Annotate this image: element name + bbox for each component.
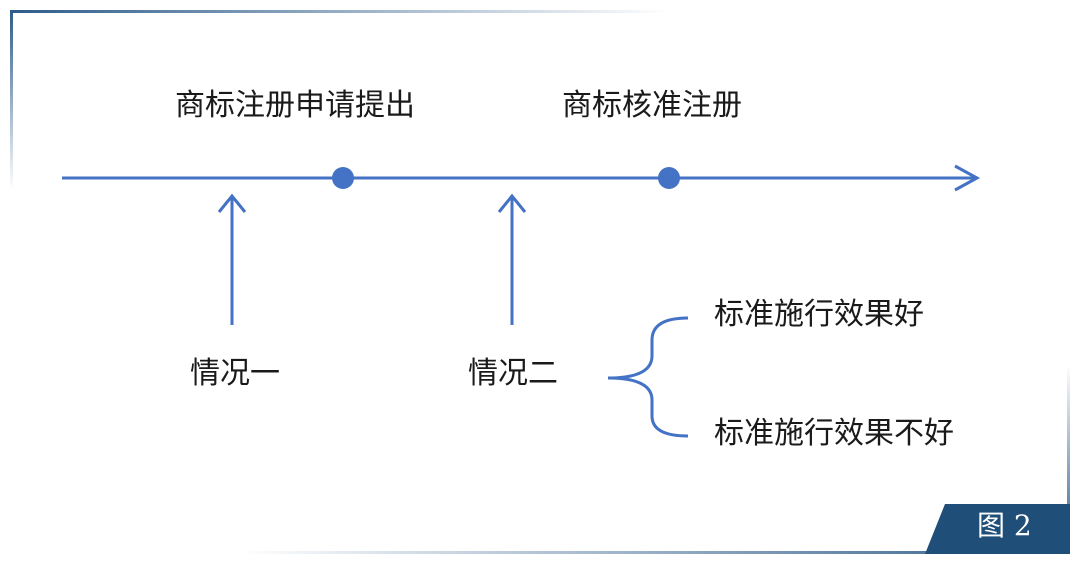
figure-label: 图 2 — [977, 509, 1032, 542]
outcome-bad-label: 标准施行效果不好 — [714, 416, 954, 451]
frame-left-line — [10, 10, 13, 190]
event-point-approval — [658, 167, 680, 189]
case1-arrowhead — [217, 193, 247, 213]
outcome-good-label: 标准施行效果好 — [714, 297, 924, 332]
event-label-approval: 商标核准注册 — [562, 88, 742, 123]
event-label-application: 商标注册申请提出 — [175, 88, 415, 123]
frame-right-line — [1067, 365, 1070, 554]
case2-arrowhead — [497, 193, 527, 213]
outcome-brace — [607, 316, 689, 438]
timeline-arrowhead — [954, 164, 981, 192]
frame-bottom-line — [240, 551, 1070, 554]
frame-top-line — [10, 10, 670, 13]
event-point-application — [332, 167, 354, 189]
case2-label: 情况二 — [468, 356, 558, 391]
figure-badge — [925, 504, 1070, 554]
case1-label: 情况一 — [190, 356, 280, 391]
